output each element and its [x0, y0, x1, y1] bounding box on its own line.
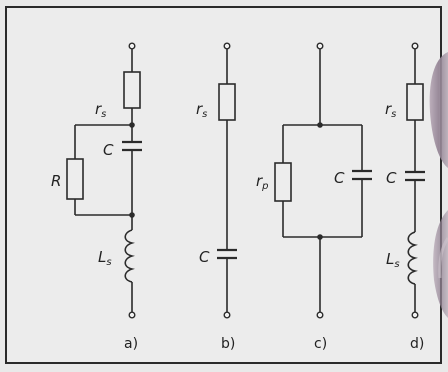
- terminal-top: [223, 42, 231, 50]
- label-Ls: Ls: [386, 250, 400, 270]
- terminal-top: [316, 42, 324, 50]
- label-C: C: [199, 248, 210, 266]
- terminal-top: [411, 42, 419, 50]
- terminal-bottom: [128, 311, 136, 319]
- caption-a: a): [124, 336, 138, 352]
- circuit-b: rs C b): [196, 42, 237, 352]
- circuit-c: rp C c): [256, 42, 372, 352]
- resistor-R: [66, 158, 84, 200]
- label-C: C: [103, 141, 114, 159]
- terminal-bottom: [411, 311, 419, 319]
- resistor-rs: [218, 83, 236, 121]
- label-Ls: Ls: [98, 248, 112, 268]
- junction-node: [129, 212, 135, 218]
- label-rs: rs: [95, 100, 106, 120]
- resistor-rs: [123, 71, 141, 109]
- junction-node: [129, 122, 135, 128]
- coil-photo: [429, 52, 448, 318]
- inductor-Ls: [124, 229, 135, 283]
- junction-node: [317, 122, 323, 128]
- terminal-top: [128, 42, 136, 50]
- caption-b: b): [221, 336, 235, 352]
- label-rs: rs: [385, 100, 396, 120]
- caption-c: c): [314, 336, 327, 352]
- terminal-bottom: [223, 311, 231, 319]
- terminal-bottom: [316, 311, 324, 319]
- circuit-a: rs R C Ls a): [51, 42, 142, 352]
- circuit-d: rs C Ls d): [385, 42, 425, 352]
- resistor-rp: [274, 162, 292, 202]
- label-R: R: [51, 172, 61, 190]
- label-rs: rs: [196, 100, 207, 120]
- inductor-Ls: [407, 231, 418, 285]
- caption-d: d): [410, 336, 424, 352]
- label-C: C: [334, 169, 345, 187]
- label-C: C: [386, 169, 397, 187]
- resistor-rs: [406, 83, 424, 121]
- label-rp: rp: [256, 172, 269, 192]
